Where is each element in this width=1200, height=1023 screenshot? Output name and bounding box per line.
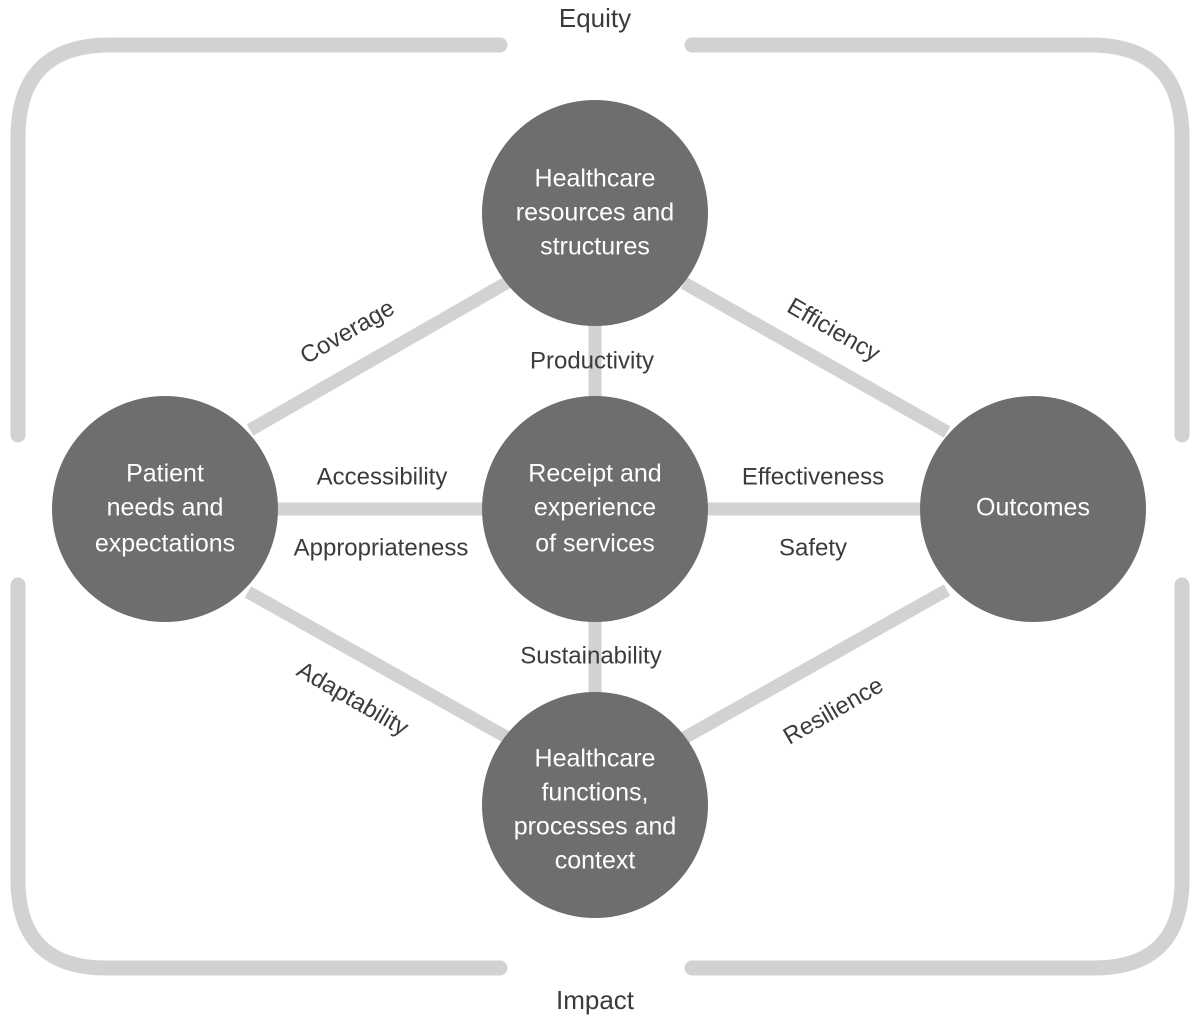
node-label-functions-line1: Healthcare [535,745,656,773]
node-label-receipt-line3: of services [535,530,654,558]
edge-label-resilience: Resilience [779,672,888,751]
nodes [52,100,1146,918]
node-label-resources-line2: resources and [516,199,674,227]
frame-segment-bottom-left [10,577,508,976]
node-circle-functions[interactable] [482,692,708,918]
node-labels: Healthcare resources and structures Pati… [95,165,1090,875]
frame-segment-top-right [684,37,1190,443]
edge-label-efficiency: Efficiency [783,293,885,368]
node-label-resources-line1: Healthcare [535,165,656,193]
node-label-functions-line3: processes and [514,813,677,841]
frame-label-impact: Impact [556,985,635,1015]
node-label-patient-line2: needs and [107,494,224,522]
edge-label-safety: Safety [779,534,847,561]
node-label-patient-line1: Patient [126,460,204,488]
edge-line-efficiency [680,277,951,438]
frame-label-equity: Equity [559,3,631,33]
node-label-patient-line3: expectations [95,530,235,558]
edge-line-adaptability [244,586,512,744]
frame-segment-top-left [10,37,508,443]
edge-lines [244,276,951,744]
node-label-receipt-line1: Receipt and [528,460,661,488]
frame-segment-bottom-right [684,577,1190,976]
node-circle-patient[interactable] [52,396,278,622]
edge-label-effectiveness: Effectiveness [742,463,884,490]
node-label-functions-line4: context [555,847,636,875]
edge-label-sustainability: Sustainability [520,642,661,669]
edge-label-productivity: Productivity [530,347,654,374]
edge-line-coverage [246,276,512,436]
node-label-outcomes-line1: Outcomes [976,494,1090,522]
outer-frame [10,37,1190,976]
node-circle-outcomes[interactable] [920,396,1146,622]
edge-label-accessibility: Accessibility [317,463,448,490]
node-circle-receipt[interactable] [482,396,708,622]
edge-line-resilience [680,584,951,744]
edge-label-appropriateness: Appropriateness [294,534,469,561]
node-label-functions-line2: functions, [541,779,648,807]
node-circle-resources[interactable] [482,100,708,326]
node-label-resources-line3: structures [540,233,650,261]
node-label-receipt-line2: experience [534,494,656,522]
